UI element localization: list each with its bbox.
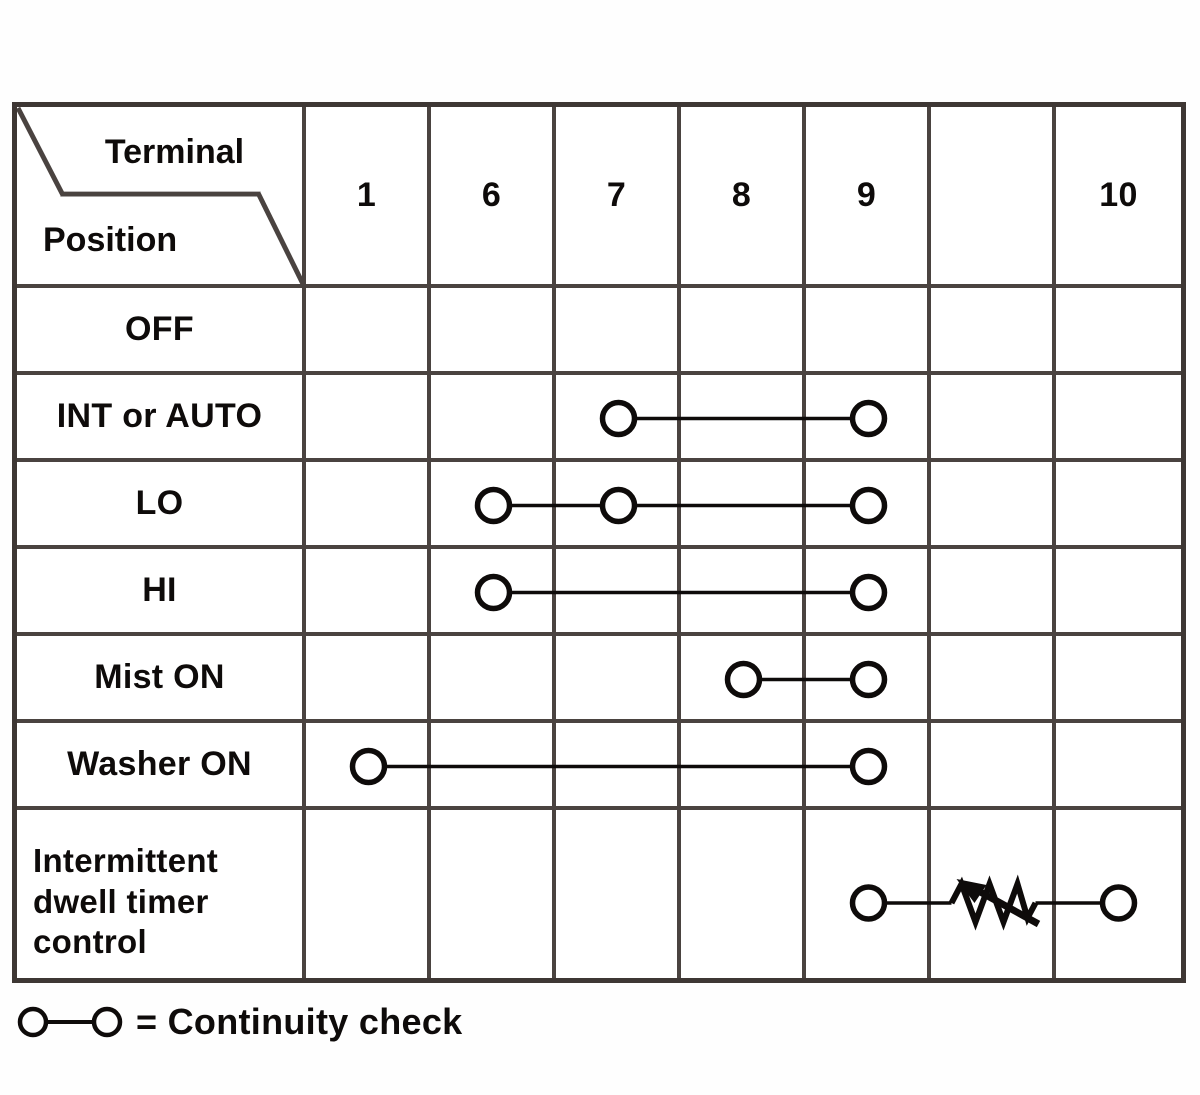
legend: = Continuity check [16, 999, 462, 1045]
terminal-cell [931, 636, 1056, 723]
terminal-cell [1056, 549, 1181, 636]
terminal-cell [681, 462, 806, 549]
terminal-cell [806, 288, 931, 375]
terminal-cell [931, 375, 1056, 462]
terminal-cell [681, 723, 806, 810]
row-label-int-or-auto: INT or AUTO [17, 375, 306, 462]
terminal-axis-label: Terminal [104, 133, 245, 171]
row-label-intermittent-dwell-timer-control: Intermittent dwell timer control [17, 810, 306, 978]
terminal-cell [431, 288, 556, 375]
terminal-cell [931, 810, 1056, 978]
terminal-cell [806, 549, 931, 636]
terminal-header-9: 9 [806, 107, 931, 288]
row-label-washer-on: Washer ON [17, 723, 306, 810]
terminal-header-6: 6 [431, 107, 556, 288]
terminal-cell [556, 549, 681, 636]
diagonal-divider [17, 107, 302, 284]
terminal-cell [306, 375, 431, 462]
row-label-lo: LO [17, 462, 306, 549]
terminal-cell [931, 723, 1056, 810]
terminal-cell [1056, 723, 1181, 810]
terminal-cell [1056, 462, 1181, 549]
terminal-header-10: 10 [1056, 107, 1181, 288]
continuity-symbol-icon [17, 1006, 123, 1038]
terminal-cell [431, 549, 556, 636]
terminal-header-7: 7 [556, 107, 681, 288]
terminal-cell [431, 375, 556, 462]
terminal-cell [681, 288, 806, 375]
terminal-cell [681, 375, 806, 462]
terminal-cell [806, 636, 931, 723]
terminal-cell [931, 549, 1056, 636]
terminal-cell [556, 723, 681, 810]
terminal-cell [681, 810, 806, 978]
terminal-cell [1056, 288, 1181, 375]
terminal-cell [431, 462, 556, 549]
terminal-cell [681, 549, 806, 636]
terminal-cell [306, 462, 431, 549]
terminal-cell [931, 462, 1056, 549]
terminal-cell [1056, 636, 1181, 723]
position-axis-label: Position [43, 221, 178, 259]
terminal-cell [556, 288, 681, 375]
terminal-cell [306, 549, 431, 636]
terminal-cell [431, 636, 556, 723]
terminal-cell [556, 462, 681, 549]
terminal-cell [806, 810, 931, 978]
terminal-cell [556, 375, 681, 462]
terminal-cell [306, 636, 431, 723]
terminal-cell [1056, 810, 1181, 978]
row-label-hi: HI [17, 549, 306, 636]
terminal-header-8: 8 [681, 107, 806, 288]
terminal-cell [306, 723, 431, 810]
terminal-cell [431, 723, 556, 810]
terminal-cell [806, 723, 931, 810]
terminal-cell [806, 462, 931, 549]
terminal-header-1: 1 [306, 107, 431, 288]
legend-label: = Continuity check [136, 1001, 463, 1042]
terminal-cell [556, 636, 681, 723]
terminal-cell [806, 375, 931, 462]
terminal-cell [431, 810, 556, 978]
terminal-cell [931, 288, 1056, 375]
terminal-cell [306, 810, 431, 978]
terminal-cell [306, 288, 431, 375]
corner-header-cell: Terminal Position [17, 107, 306, 288]
terminal-header-blank [931, 107, 1056, 288]
terminal-cell [681, 636, 806, 723]
row-label-off: OFF [17, 288, 306, 375]
row-label-mist-on: Mist ON [17, 636, 306, 723]
terminal-cell [556, 810, 681, 978]
terminal-cell [1056, 375, 1181, 462]
row-label-text: Intermittent dwell timer control [33, 841, 219, 961]
terminal-position-table: Terminal Position 1 6 7 8 9 10 OFF INT o… [12, 102, 1186, 983]
